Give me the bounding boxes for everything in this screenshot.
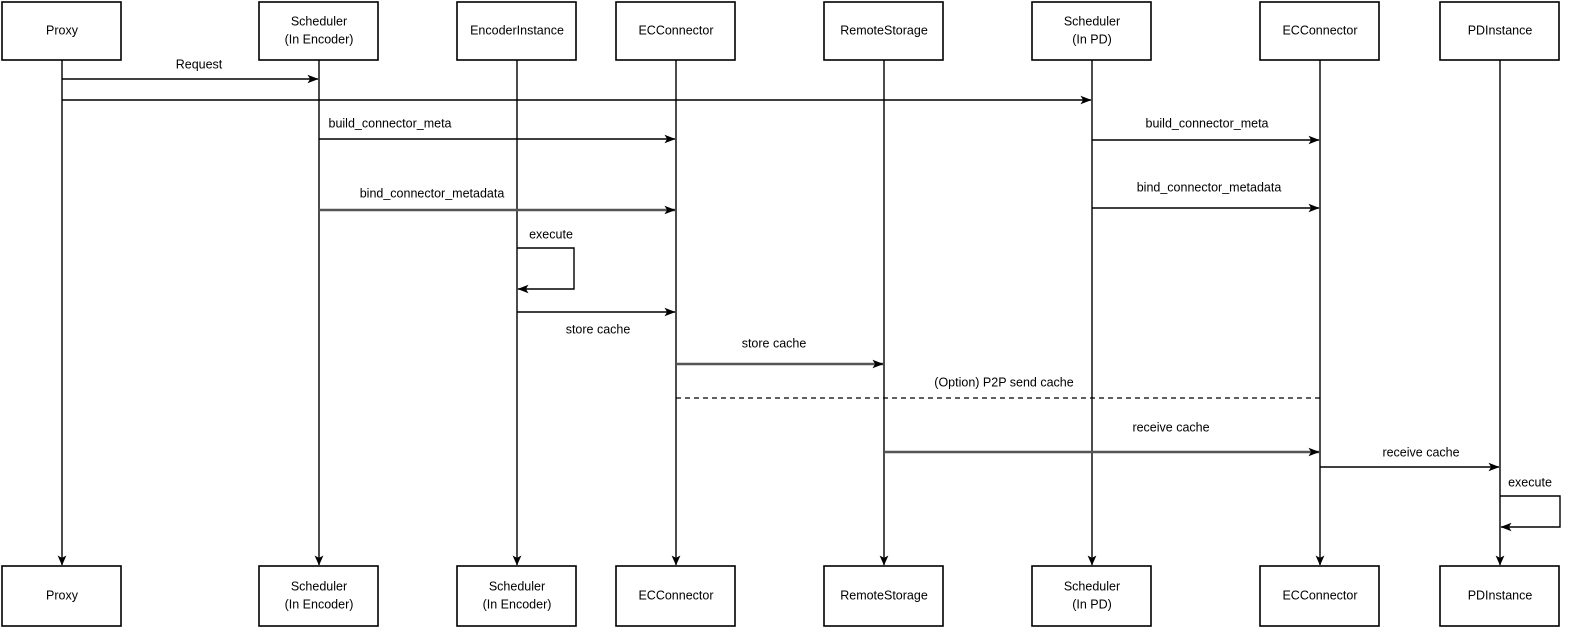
participant-label-primary: Scheduler <box>1064 579 1120 593</box>
participant-label-secondary: (In PD) <box>1072 32 1112 46</box>
participant-box-rect <box>258 1 379 61</box>
participant-box-rect <box>456 565 577 627</box>
participant-box-rect <box>456 1 577 61</box>
participant-box-bottom-remote-storage[interactable]: RemoteStorage <box>823 565 944 627</box>
participant-label-primary: Scheduler <box>291 14 347 28</box>
message-request-1[interactable]: Request <box>62 57 319 84</box>
message-bind-connector-metadata-right[interactable]: bind_connector_metadata <box>1092 180 1320 213</box>
message-label: receive cache <box>1382 445 1459 459</box>
message-store-cache-2[interactable]: store cache <box>676 336 884 369</box>
participant-box-rect <box>1031 565 1152 627</box>
message-bind-connector-metadata-left[interactable]: bind_connector_metadata <box>319 186 676 215</box>
message-receive-cache-1[interactable]: receive cache <box>884 420 1320 457</box>
participant-box-top-remote-storage[interactable]: RemoteStorage <box>823 1 944 61</box>
message-p2p-send-cache[interactable]: (Option) P2P send cache <box>676 375 1320 399</box>
participant-box-rect <box>1439 1 1560 61</box>
participant-box-rect <box>1439 565 1560 627</box>
participant-label-primary: RemoteStorage <box>840 588 928 602</box>
message-label: Request <box>176 57 223 71</box>
participant-label-primary: ECConnector <box>1282 23 1357 37</box>
participant-label-primary: EncoderInstance <box>470 23 564 37</box>
participant-label-secondary: (In Encoder) <box>483 597 552 611</box>
participant-box-bottom-ec-connector-left[interactable]: ECConnector <box>615 565 736 627</box>
message-build-connector-meta-left[interactable]: build_connector_meta <box>319 116 676 144</box>
self-message-path <box>1500 495 1561 532</box>
participant-label-primary: Proxy <box>46 23 79 37</box>
participant-box-rect <box>615 565 736 627</box>
participant-box-bottom-encoder-instance[interactable]: Scheduler (In Encoder) <box>456 565 577 627</box>
participant-label-secondary: (In Encoder) <box>285 597 354 611</box>
participant-box-bottom-scheduler-pd[interactable]: Scheduler (In PD) <box>1031 565 1152 627</box>
participant-label-primary: RemoteStorage <box>840 23 928 37</box>
message-label: receive cache <box>1132 420 1209 434</box>
lifelines-layer <box>57 60 1505 566</box>
self-messages-layer: execute execute <box>517 227 1561 532</box>
message-label: bind_connector_metadata <box>360 186 505 200</box>
participant-box-bottom-proxy[interactable]: Proxy <box>1 565 122 627</box>
message-store-cache-1[interactable]: store cache <box>517 307 676 336</box>
participant-label-primary: PDInstance <box>1468 588 1533 602</box>
participant-box-rect <box>615 1 736 61</box>
participant-box-top-scheduler-encoder[interactable]: Scheduler (In Encoder) <box>258 1 379 61</box>
participant-label-primary: Proxy <box>46 588 79 602</box>
participant-label-primary: Scheduler <box>1064 14 1120 28</box>
participant-box-rect <box>1259 565 1380 627</box>
participant-box-top-scheduler-pd[interactable]: Scheduler (In PD) <box>1031 1 1152 61</box>
participant-box-rect <box>823 1 944 61</box>
participant-box-rect <box>1259 1 1380 61</box>
participant-box-rect <box>823 565 944 627</box>
participant-label-primary: ECConnector <box>638 23 713 37</box>
message-label: build_connector_meta <box>1146 116 1269 130</box>
self-message-label: execute <box>529 227 573 241</box>
participant-box-bottom-scheduler-encoder[interactable]: Scheduler (In Encoder) <box>258 565 379 627</box>
participant-label-primary: PDInstance <box>1468 23 1533 37</box>
participant-label-secondary: (In PD) <box>1072 597 1112 611</box>
self-message-execute-encoder[interactable]: execute <box>517 227 575 294</box>
participant-box-top-pd-instance[interactable]: PDInstance <box>1439 1 1560 61</box>
participant-box-top-proxy[interactable]: Proxy <box>1 1 122 61</box>
message-receive-cache-2[interactable]: receive cache <box>1320 445 1500 472</box>
participant-label-primary: ECConnector <box>1282 588 1357 602</box>
messages-layer: Request build_connector_meta build_connect… <box>62 57 1500 472</box>
participant-box-top-encoder-instance[interactable]: EncoderInstance <box>456 1 577 61</box>
participant-label-primary: Scheduler <box>291 579 347 593</box>
message-build-connector-meta-right[interactable]: build_connector_meta <box>1092 116 1320 145</box>
participant-box-top-ec-connector-right[interactable]: ECConnector <box>1259 1 1380 61</box>
self-message-label: execute <box>1508 475 1552 489</box>
participant-label-secondary: (In Encoder) <box>285 32 354 46</box>
self-message-path <box>517 247 575 294</box>
message-label: build_connector_meta <box>329 116 452 130</box>
participant-box-rect <box>1031 1 1152 61</box>
participant-box-top-ec-connector-left[interactable]: ECConnector <box>615 1 736 61</box>
participant-box-rect <box>258 565 379 627</box>
message-label: (Option) P2P send cache <box>934 375 1073 389</box>
participant-box-rect <box>1 565 122 627</box>
message-label: bind_connector_metadata <box>1137 180 1282 194</box>
participant-label-primary: ECConnector <box>638 588 713 602</box>
message-label: store cache <box>566 322 631 336</box>
message-label: store cache <box>742 336 807 350</box>
participant-box-rect <box>1 1 122 61</box>
participant-box-bottom-pd-instance[interactable]: PDInstance <box>1439 565 1560 627</box>
participant-box-bottom-ec-connector-right[interactable]: ECConnector <box>1259 565 1380 627</box>
self-message-execute-pd[interactable]: execute <box>1500 475 1561 532</box>
participant-label-primary: Scheduler <box>489 579 545 593</box>
